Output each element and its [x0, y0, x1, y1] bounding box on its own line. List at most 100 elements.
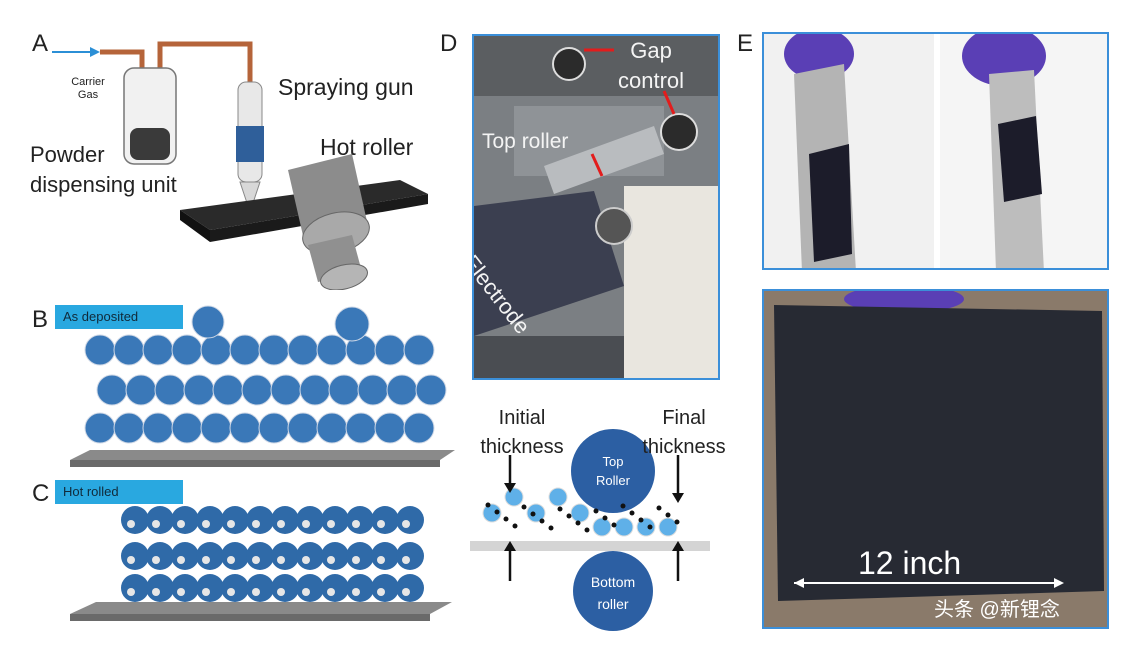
particle	[296, 506, 324, 534]
powder-line-2: dispensing unit	[30, 172, 177, 197]
initial-line-2: thickness	[480, 436, 564, 458]
particle	[321, 574, 349, 602]
binder-dot	[530, 511, 536, 517]
particle	[371, 542, 399, 570]
gap-control-label: Gap control	[618, 36, 684, 96]
particle-highlight	[202, 520, 210, 528]
binder-dot	[539, 518, 545, 524]
particle	[636, 517, 656, 537]
particle-highlight	[302, 520, 310, 528]
initial-line-1: Initial	[498, 407, 546, 429]
particle	[146, 506, 174, 534]
panel-label-d: D	[440, 30, 458, 57]
rolling-machine-photo: Gap control Top roller Electrode	[472, 34, 720, 380]
coating-left	[809, 144, 852, 262]
bottom-roller-line-2: roller	[597, 596, 629, 612]
particle	[146, 574, 174, 602]
particle-highlight	[177, 520, 185, 528]
flexible-electrode-photo	[762, 32, 1109, 270]
machine-housing	[624, 186, 718, 378]
rolling-machine-drawing	[474, 36, 718, 378]
binder-dot	[494, 509, 500, 515]
particle	[396, 506, 424, 534]
particle	[125, 374, 157, 406]
particle	[345, 412, 377, 444]
particle-highlight	[377, 556, 385, 564]
particle	[271, 542, 299, 570]
particle-highlight	[302, 588, 310, 596]
particle-highlight	[252, 556, 260, 564]
particle	[346, 542, 374, 570]
binder-dot	[548, 525, 554, 531]
particle	[221, 574, 249, 602]
gap-line-1: Gap	[630, 38, 672, 63]
particle-highlight	[402, 520, 410, 528]
binder-dot	[503, 516, 509, 522]
particle	[246, 574, 274, 602]
binder-dot	[638, 517, 644, 523]
hot-roller-label: Hot roller	[320, 134, 414, 160]
particle	[121, 574, 149, 602]
final-line-1: Final	[662, 407, 706, 429]
binder-dot	[674, 519, 680, 525]
particle-highlight	[202, 588, 210, 596]
initial-thickness-label: Initial thickness	[476, 404, 568, 462]
particle	[121, 542, 149, 570]
powder-unit-label: Powder dispensing unit	[30, 140, 177, 200]
particle	[196, 506, 224, 534]
particle	[271, 574, 299, 602]
particle	[200, 412, 232, 444]
panel-label-a: A	[32, 30, 49, 57]
gap-dial-2	[660, 113, 698, 151]
top-roller-photo-label: Top roller	[482, 130, 569, 153]
final-line-2: thickness	[642, 436, 726, 458]
particle	[183, 374, 215, 406]
particle	[403, 334, 435, 366]
particle	[196, 542, 224, 570]
particle	[84, 334, 116, 366]
substrate-b	[70, 450, 455, 460]
coating-right	[998, 116, 1042, 202]
binder-dot	[575, 520, 581, 526]
particle	[246, 542, 274, 570]
particle	[212, 374, 244, 406]
particle	[374, 334, 406, 366]
bottom-roller-diagram-label: Bottom roller	[576, 571, 650, 615]
carrier-gas-line-1: Carrier	[71, 76, 105, 88]
particle	[113, 412, 145, 444]
particle	[346, 506, 374, 534]
final-thickness-label: Final thickness	[636, 404, 732, 462]
large-sheet-drawing	[764, 291, 1107, 627]
particle-highlight	[127, 556, 135, 564]
gap-dial-1	[552, 47, 586, 81]
particle	[396, 542, 424, 570]
electrode-photo	[474, 191, 624, 336]
particle-highlight	[202, 556, 210, 564]
binder-dot	[557, 506, 563, 512]
particle-highlight	[127, 588, 135, 596]
particle	[221, 506, 249, 534]
particle	[171, 412, 203, 444]
binder-dot	[656, 505, 662, 511]
particle	[296, 574, 324, 602]
particle-highlight	[127, 520, 135, 528]
particle	[258, 412, 290, 444]
top-roller-diagram-label: Top Roller	[583, 452, 643, 490]
particle-highlight	[177, 588, 185, 596]
particle-highlight	[327, 520, 335, 528]
binder-dot	[593, 508, 599, 514]
particle	[548, 487, 568, 507]
particle	[271, 506, 299, 534]
particle-cluster-b	[84, 305, 447, 444]
bottom-roller-line-1: Bottom	[590, 574, 636, 590]
roller-compression-diagram	[470, 429, 710, 631]
panel-label-e: E	[737, 30, 754, 57]
particle-highlight	[327, 556, 335, 564]
electrode-sheet-large	[774, 305, 1104, 601]
particle	[316, 412, 348, 444]
binder-dot	[611, 522, 617, 528]
particle	[200, 334, 232, 366]
panel-label-b: B	[32, 306, 49, 333]
particle-highlight	[352, 588, 360, 596]
particle-highlight	[302, 556, 310, 564]
